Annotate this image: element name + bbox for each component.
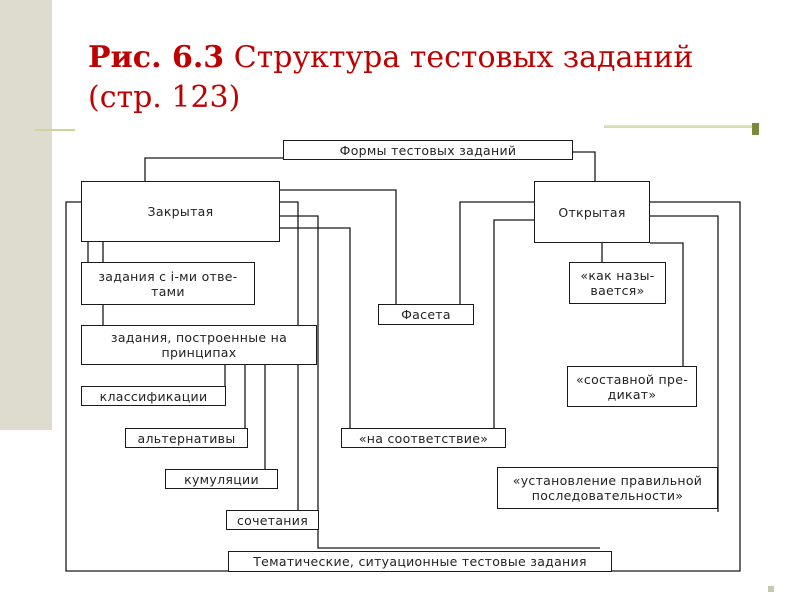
decorative-square: [752, 123, 759, 135]
classification-box: классификации: [81, 386, 226, 406]
connector-open-thematic: [612, 201, 741, 572]
one-answer-box: задания с i-ми отве- тами: [81, 262, 255, 305]
connector-open-matching: [493, 219, 534, 438]
connector-closed-matching: [280, 215, 600, 549]
cumulation-box: кумуляции: [165, 469, 278, 489]
decorative-bullet: [768, 586, 774, 592]
connector-open-sequence: [650, 215, 719, 512]
decorative-line-left: [35, 129, 75, 131]
connector-open-predicate: [650, 242, 684, 366]
title-page-ref: (стр. 123): [88, 80, 241, 115]
connector-open-facet: [459, 201, 534, 304]
decorative-line-right: [604, 125, 754, 128]
title-figure-number: Рис. 6.3: [88, 40, 225, 75]
combination-box: сочетания: [226, 510, 319, 530]
facet-box: Фасета: [378, 304, 474, 325]
connector-closed-facet: [280, 227, 351, 438]
connector-closed-thematic: [65, 201, 228, 572]
title-text: Структура тестовых заданий: [224, 40, 694, 75]
slide-sidebar-band: [0, 0, 52, 430]
open-box: Открытая: [534, 181, 650, 243]
matching-box: «на соответствие»: [341, 428, 506, 448]
sequence-box: «установление правильной последовательно…: [497, 467, 718, 509]
compound-predicate-box: «составной пре- дикат»: [567, 366, 697, 407]
root-box: Формы тестовых заданий: [283, 140, 573, 160]
slide-title: Рис. 6.3 Структура тестовых заданий (стр…: [88, 38, 728, 118]
principles-box: задания, построенные на принципах: [81, 325, 317, 365]
closed-box: Закрытая: [81, 181, 280, 242]
thematic-box: Тематические, ситуационные тестовые зада…: [228, 551, 612, 572]
connector-root-open: [573, 151, 596, 182]
connector-closed-facet-2: [280, 189, 397, 304]
alternatives-box: альтернативы: [125, 428, 248, 448]
connector-root-closed: [144, 157, 283, 182]
how-called-box: «как назы- вается»: [569, 262, 666, 304]
